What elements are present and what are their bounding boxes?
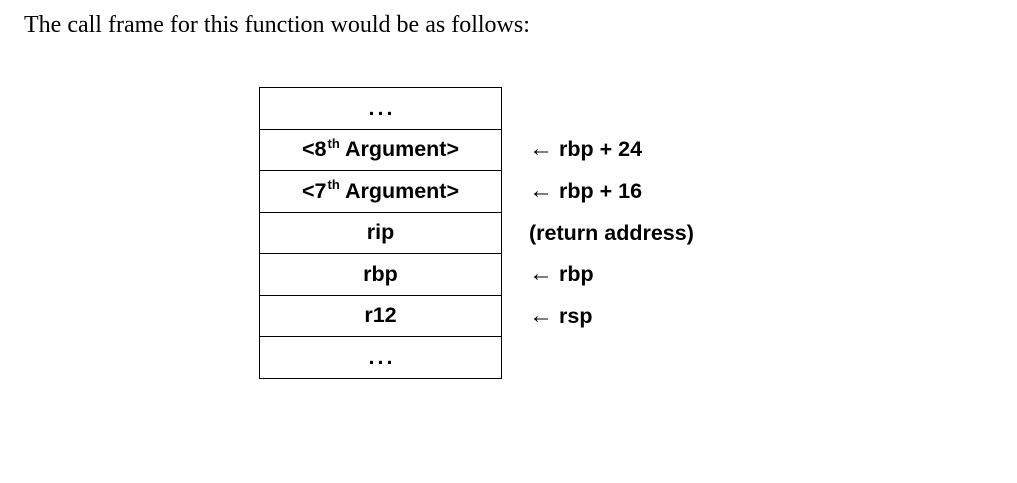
annotation-rbp: ←rbp xyxy=(529,254,594,295)
annotation-8th-argument: ←rbp + 24 xyxy=(529,129,642,170)
stack-row-rbp: rbp xyxy=(260,254,501,296)
left-arrow-icon: ← xyxy=(529,302,553,329)
annotation-label: rsp xyxy=(559,303,593,328)
stack-row-label-suffix: Argument> xyxy=(339,178,460,203)
stack-row-label-suffix: Argument> xyxy=(339,137,460,162)
stack-row-label: <7 xyxy=(301,178,327,203)
stack-row-label: ... xyxy=(368,95,396,120)
stack-row-label: <8 xyxy=(301,137,327,162)
left-arrow-icon: ← xyxy=(529,135,553,162)
annotation-label: rbp xyxy=(559,261,594,286)
stack-row-label: r12 xyxy=(364,303,397,328)
annotation-7th-argument: ←rbp + 16 xyxy=(529,171,642,212)
annotation-label: (return address) xyxy=(529,220,694,245)
stack-row-label: ... xyxy=(368,344,396,369)
left-arrow-icon: ← xyxy=(529,177,553,204)
stack-row-dots-top: ... xyxy=(260,88,501,130)
stack-row-label: rbp xyxy=(363,261,398,286)
stack-row-label: rip xyxy=(366,220,395,245)
annotation-label: rbp + 24 xyxy=(559,136,643,161)
stack-row-dots-bottom: ... xyxy=(260,337,501,379)
annotation-rip: (return address) xyxy=(529,213,694,254)
intro-text: The call frame for this function would b… xyxy=(24,12,530,38)
left-arrow-icon: ← xyxy=(529,260,553,287)
annotation-rsp: ←rsp xyxy=(529,296,592,337)
annotation-label: rbp + 16 xyxy=(559,178,643,203)
stack-row-r12: r12 xyxy=(260,296,501,337)
stack-row-rip: rip xyxy=(260,213,501,254)
